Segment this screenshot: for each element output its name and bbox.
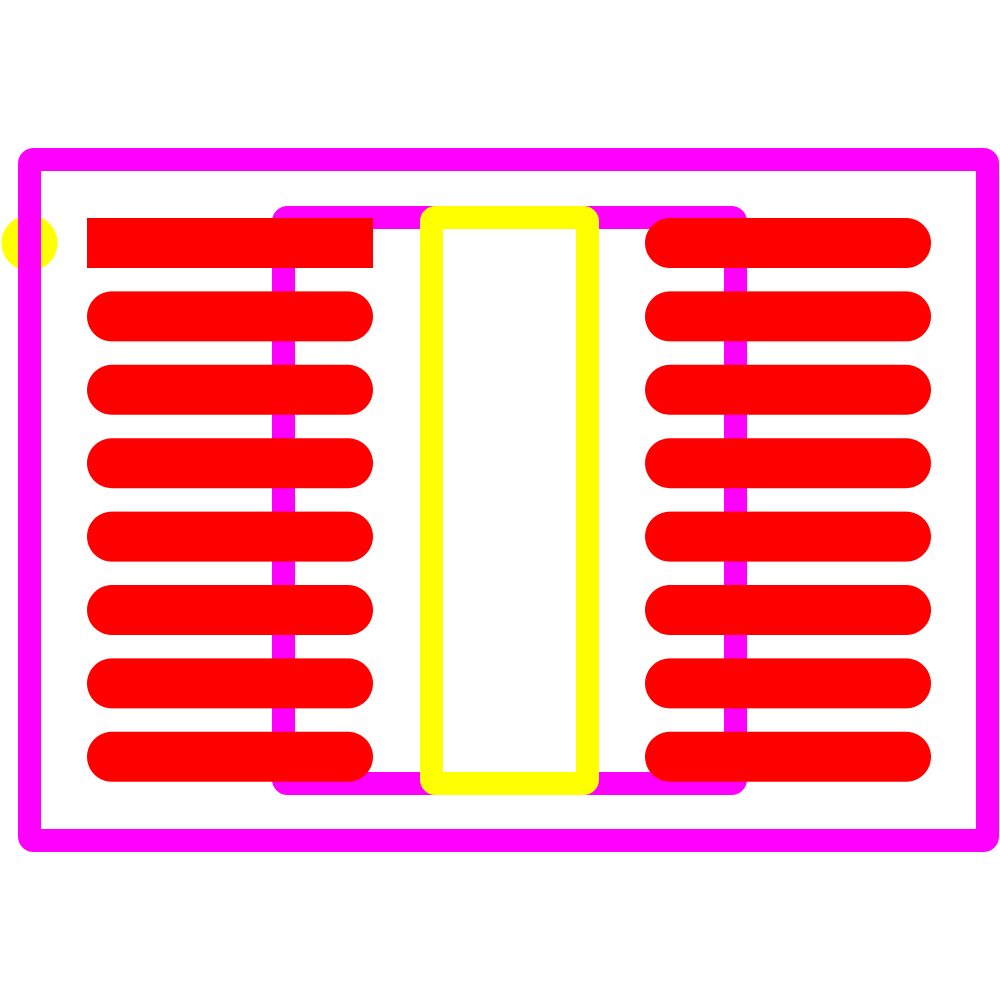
pad-16 [645, 218, 931, 268]
pad-6 [87, 585, 373, 635]
pad-1 [87, 218, 373, 268]
pad-4 [87, 438, 373, 489]
pad-11 [645, 585, 931, 635]
pads-group [87, 218, 931, 782]
pad-10 [645, 658, 931, 709]
pad-12 [645, 511, 931, 562]
pad-14 [645, 364, 931, 415]
pad-13 [645, 438, 931, 489]
pad-9 [645, 731, 931, 782]
silkscreen-outline [420, 206, 599, 795]
pad-3 [87, 364, 373, 415]
courtyard-outline [18, 148, 999, 852]
pad-7 [87, 658, 373, 709]
pad-5 [87, 511, 373, 562]
pad-2 [87, 291, 373, 342]
pad-15 [645, 291, 931, 342]
pad-8 [87, 731, 373, 782]
